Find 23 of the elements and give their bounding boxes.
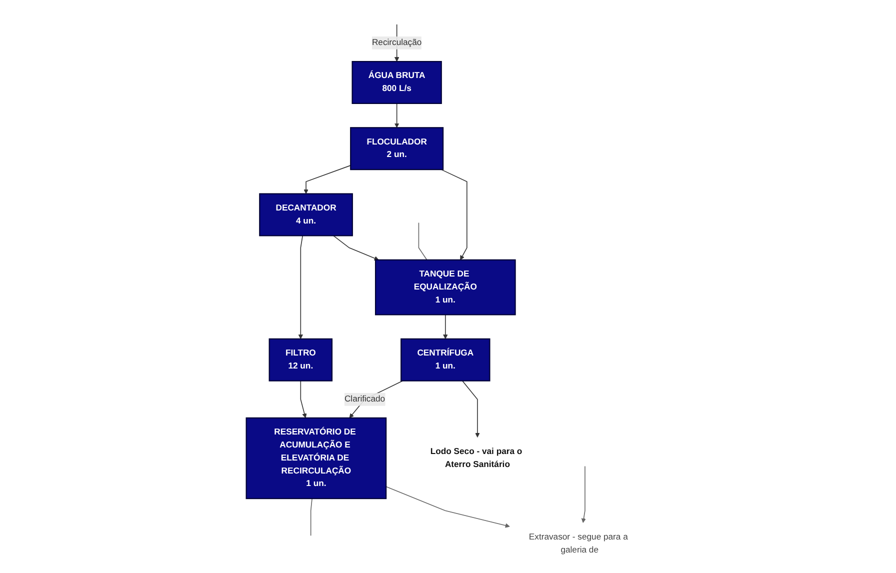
node-box: FILTRO 12 un. (268, 338, 333, 382)
arrow (304, 165, 352, 194)
arrow (440, 169, 468, 260)
node-box: RESERVATÓRIO DE ACUMULAÇÃO E ELEVATÓRIA DE RECIRCULAÇÃO 1 un. (246, 417, 387, 500)
arrow (386, 486, 510, 528)
node-text: Lodo Seco - vai para o Aterro Sanitário (430, 446, 522, 469)
edge-label: Recirculação (372, 38, 422, 48)
node-text: Extravasor - segue para a galeria de (529, 532, 628, 554)
arrow (462, 380, 480, 438)
edge-label: Clarificado (344, 394, 386, 404)
node-box: CENTRÍFUGA 1 un. (400, 338, 490, 382)
connector (418, 222, 428, 260)
arrow (300, 380, 307, 418)
node-box: TANQUE DE EQUALIZAÇÃO 1 un. (375, 259, 516, 316)
node-box: DECANTADOR 4 un. (259, 193, 354, 236)
connector (310, 498, 313, 536)
arrow (333, 235, 379, 260)
arrow (581, 466, 586, 523)
arrow (394, 103, 400, 128)
arrow (443, 314, 448, 340)
node-box: ÁGUA BRUTA 800 L/s (352, 60, 442, 104)
arrow (298, 235, 304, 340)
node-box: FLOCULADOR 2 un. (350, 127, 444, 170)
